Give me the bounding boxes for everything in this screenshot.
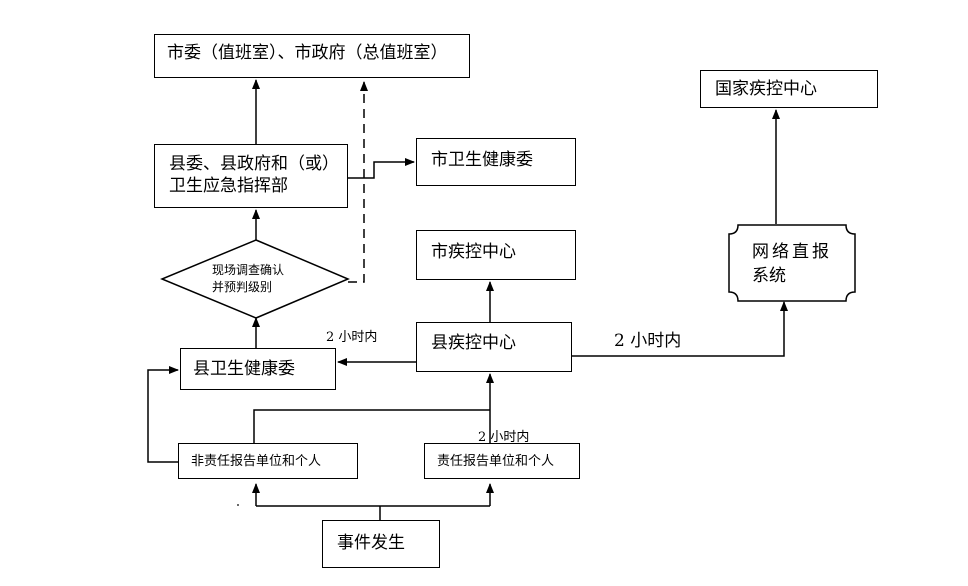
county-command-label-line1: 县委、县政府和（或）: [169, 154, 339, 174]
county-cdc-label: 县疾控中心: [431, 333, 516, 353]
national-cdc-label: 国家疾控中心: [715, 79, 817, 99]
city-cdc-box: 市疾控中心: [416, 230, 576, 280]
county-command-box: 县委、县政府和（或） 卫生应急指挥部: [154, 144, 348, 208]
edge-nonresponsible-to-county-cdc: [253, 409, 490, 443]
edge-label-cdc-to-county-health: 2 小时内: [326, 330, 378, 345]
edge-county-cdc-to-network: [572, 301, 788, 357]
non-responsible-reporters-label: 非责任报告单位和个人: [191, 454, 322, 469]
event-occurs-box: 事件发生: [322, 520, 440, 568]
site-investigation-label: 现场调查确认 并预判级别: [212, 262, 284, 296]
site-investigation-label-line2: 并预判级别: [212, 280, 273, 294]
network-report-label: 网络直报 系统: [752, 240, 832, 288]
edge-event-split: [256, 505, 490, 520]
county-cdc-box: 县疾控中心: [416, 322, 572, 372]
responsible-reporters-label: 责任报告单位和个人: [437, 454, 555, 469]
city-health-commission-box: 市卫生健康委: [416, 138, 576, 186]
decision-diamond-shape: [160, 239, 350, 319]
county-health-commission-label: 县卫生健康委: [193, 359, 295, 379]
stray-dot: [237, 504, 239, 506]
city-committee-box: 市委（值班室）、市政府（总值班室）: [154, 34, 470, 78]
network-report-label-line2: 系统: [752, 266, 786, 286]
site-investigation-label-line1: 现场调查确认: [212, 263, 285, 277]
network-report-label-line1: 网络直报: [752, 242, 832, 262]
edge-label-responsible-to-cdc: 2 小时内: [478, 430, 530, 445]
network-report-box: [728, 224, 856, 302]
county-health-commission-box: 县卫生健康委: [180, 348, 336, 390]
non-responsible-reporters-box: 非责任报告单位和个人: [178, 443, 358, 479]
county-command-label-line2: 卫生应急指挥部: [169, 176, 288, 196]
city-committee-label: 市委（值班室）、市政府（总值班室）: [167, 43, 448, 63]
edge-nonresponsible-to-county-health: [147, 366, 179, 463]
edge-investigation-to-city-committee-dashed: [348, 81, 368, 283]
event-occurs-label: 事件发生: [337, 533, 405, 553]
city-cdc-label: 市疾控中心: [431, 242, 516, 262]
national-cdc-box: 国家疾控中心: [700, 70, 878, 108]
city-health-commission-label: 市卫生健康委: [431, 150, 533, 170]
edge-county-command-to-city-health: [348, 158, 415, 179]
edge-label-cdc-to-network: 2 小时内: [614, 331, 682, 351]
responsible-reporters-box: 责任报告单位和个人: [424, 443, 580, 479]
